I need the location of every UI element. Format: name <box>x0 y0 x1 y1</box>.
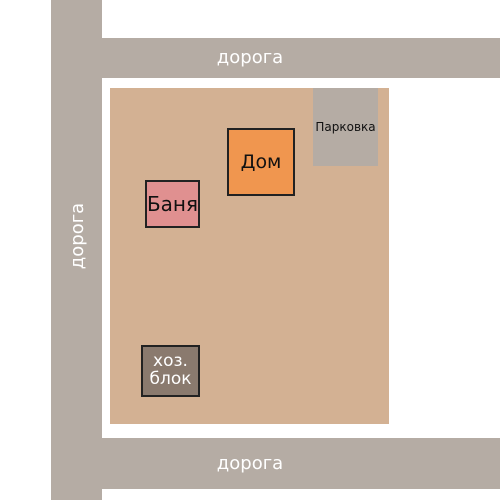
parking-area: Парковка <box>313 88 378 166</box>
parking-label: Парковка <box>315 120 376 134</box>
road-left-label: дорога <box>67 202 88 270</box>
road-bottom <box>102 438 500 489</box>
road-bottom-label: дорога <box>216 453 284 474</box>
utility-shed-building: хоз. блок <box>141 345 200 397</box>
bathhouse-building: Баня <box>145 180 200 228</box>
house-label: Дом <box>240 151 282 173</box>
road-top-label: дорога <box>216 47 284 68</box>
utility-shed-label: хоз. блок <box>149 351 192 389</box>
road-top <box>102 38 500 78</box>
utility-shed-label-line2: блок <box>149 369 192 389</box>
bathhouse-label: Баня <box>146 192 199 216</box>
road-left <box>51 0 102 500</box>
house-building: Дом <box>227 128 295 196</box>
utility-shed-label-line1: хоз. <box>153 351 188 372</box>
